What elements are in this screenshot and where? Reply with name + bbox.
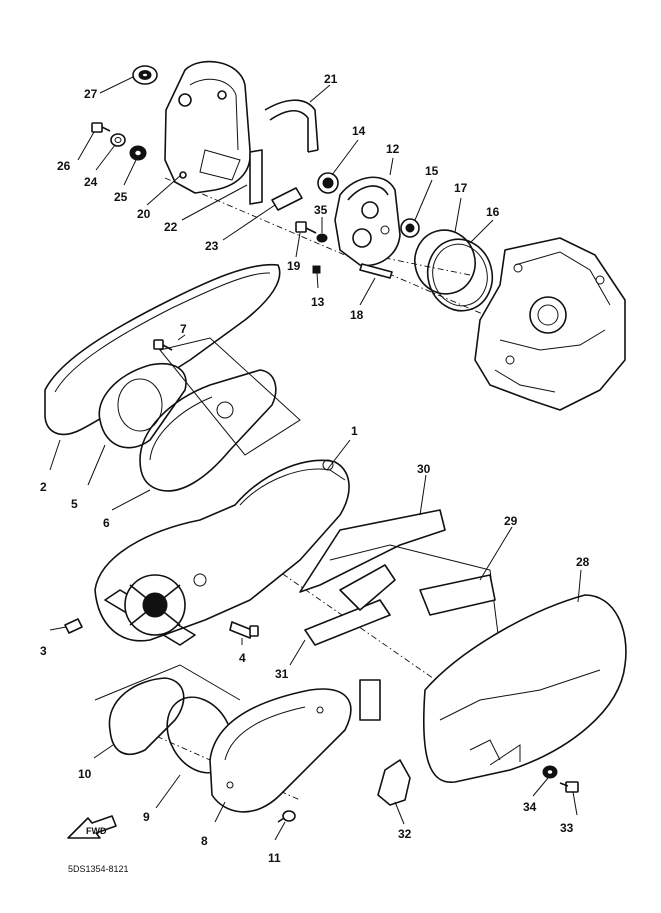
callout-14: 14 [352,124,366,138]
part-bolt-4 [229,621,259,639]
part-crankcase [474,237,626,411]
part-seal-31 [304,599,391,646]
part-clip-32 [377,759,411,806]
fwd-arrow-icon: FWD [67,815,117,839]
part-oring-17 [414,229,476,295]
callout-leader-lines [49,76,582,841]
callout-25: 25 [114,190,128,204]
callout-23: 23 [205,239,219,253]
part-nut-13 [312,265,321,274]
part-grommet-34 [542,765,558,779]
part-bolt-26 [91,122,111,133]
callout-30: 30 [417,462,431,476]
part-plate-10 [94,664,241,755]
callout-15: 15 [425,164,439,178]
part-bolt-7 [153,339,173,351]
part-gasket-6 [139,369,277,492]
callout-32: 32 [398,827,412,841]
part-duct-30 [299,509,446,593]
callout-28: 28 [576,555,590,569]
callout-9: 9 [143,810,150,824]
part-oil-seal-27 [132,65,158,85]
part-gasket-8 [209,688,352,813]
callout-18: 18 [350,308,364,322]
callout-12: 12 [386,142,400,156]
callout-4: 4 [239,651,246,665]
part-screw-11 [277,810,296,823]
callout-26: 26 [57,159,71,173]
part-oring-15 [400,218,420,238]
part-tube-22 [249,149,263,205]
part-plate-12 [334,176,401,267]
callout-35: 35 [314,203,328,217]
callout-27: 27 [84,87,98,101]
part-gasket-16 [426,238,494,312]
part-plate-5 [98,363,187,449]
part-washer-35 [316,233,328,243]
part-hose-21 [264,99,319,153]
callout-22: 22 [164,220,178,234]
callout-10: 10 [78,767,92,781]
callout-3: 3 [40,644,47,658]
callout-8: 8 [201,834,208,848]
callout-labels: 1 2 3 4 5 6 7 8 9 10 11 12 13 14 15 16 1… [40,72,590,865]
callout-5: 5 [71,497,78,511]
callout-2: 2 [40,480,47,494]
part-bolt-19 [295,221,317,234]
callout-33: 33 [560,821,574,835]
callout-20: 20 [137,207,151,221]
callout-31: 31 [275,667,289,681]
part-outer-cover-28 [359,594,627,783]
callout-21: 21 [324,72,338,86]
callout-19: 19 [287,259,301,273]
part-pin-18 [359,263,393,279]
part-bolt-33 [559,781,579,793]
callout-7: 7 [180,322,187,336]
callout-13: 13 [311,295,325,309]
part-cover-20 [164,60,251,194]
diagram-code: 5DS1354-8121 [68,864,129,874]
part-crankcase-cover-1 [94,459,350,646]
part-hose-23 [271,187,303,211]
callout-17: 17 [454,181,468,195]
callout-24: 24 [84,175,98,189]
part-bracket-plate [159,337,301,456]
part-collar-25 [129,145,147,161]
callout-6: 6 [103,516,110,530]
callout-29: 29 [504,514,518,528]
part-washer-24 [110,133,126,147]
callout-16: 16 [486,205,500,219]
part-air-duct-gray [339,564,396,611]
callout-34: 34 [523,800,537,814]
callout-11: 11 [268,851,281,865]
fwd-label: FWD [86,826,107,836]
callout-1: 1 [351,424,358,438]
part-gasket-2 [44,263,281,436]
part-bearing-14 [317,172,339,194]
part-bolt-3 [64,618,83,634]
